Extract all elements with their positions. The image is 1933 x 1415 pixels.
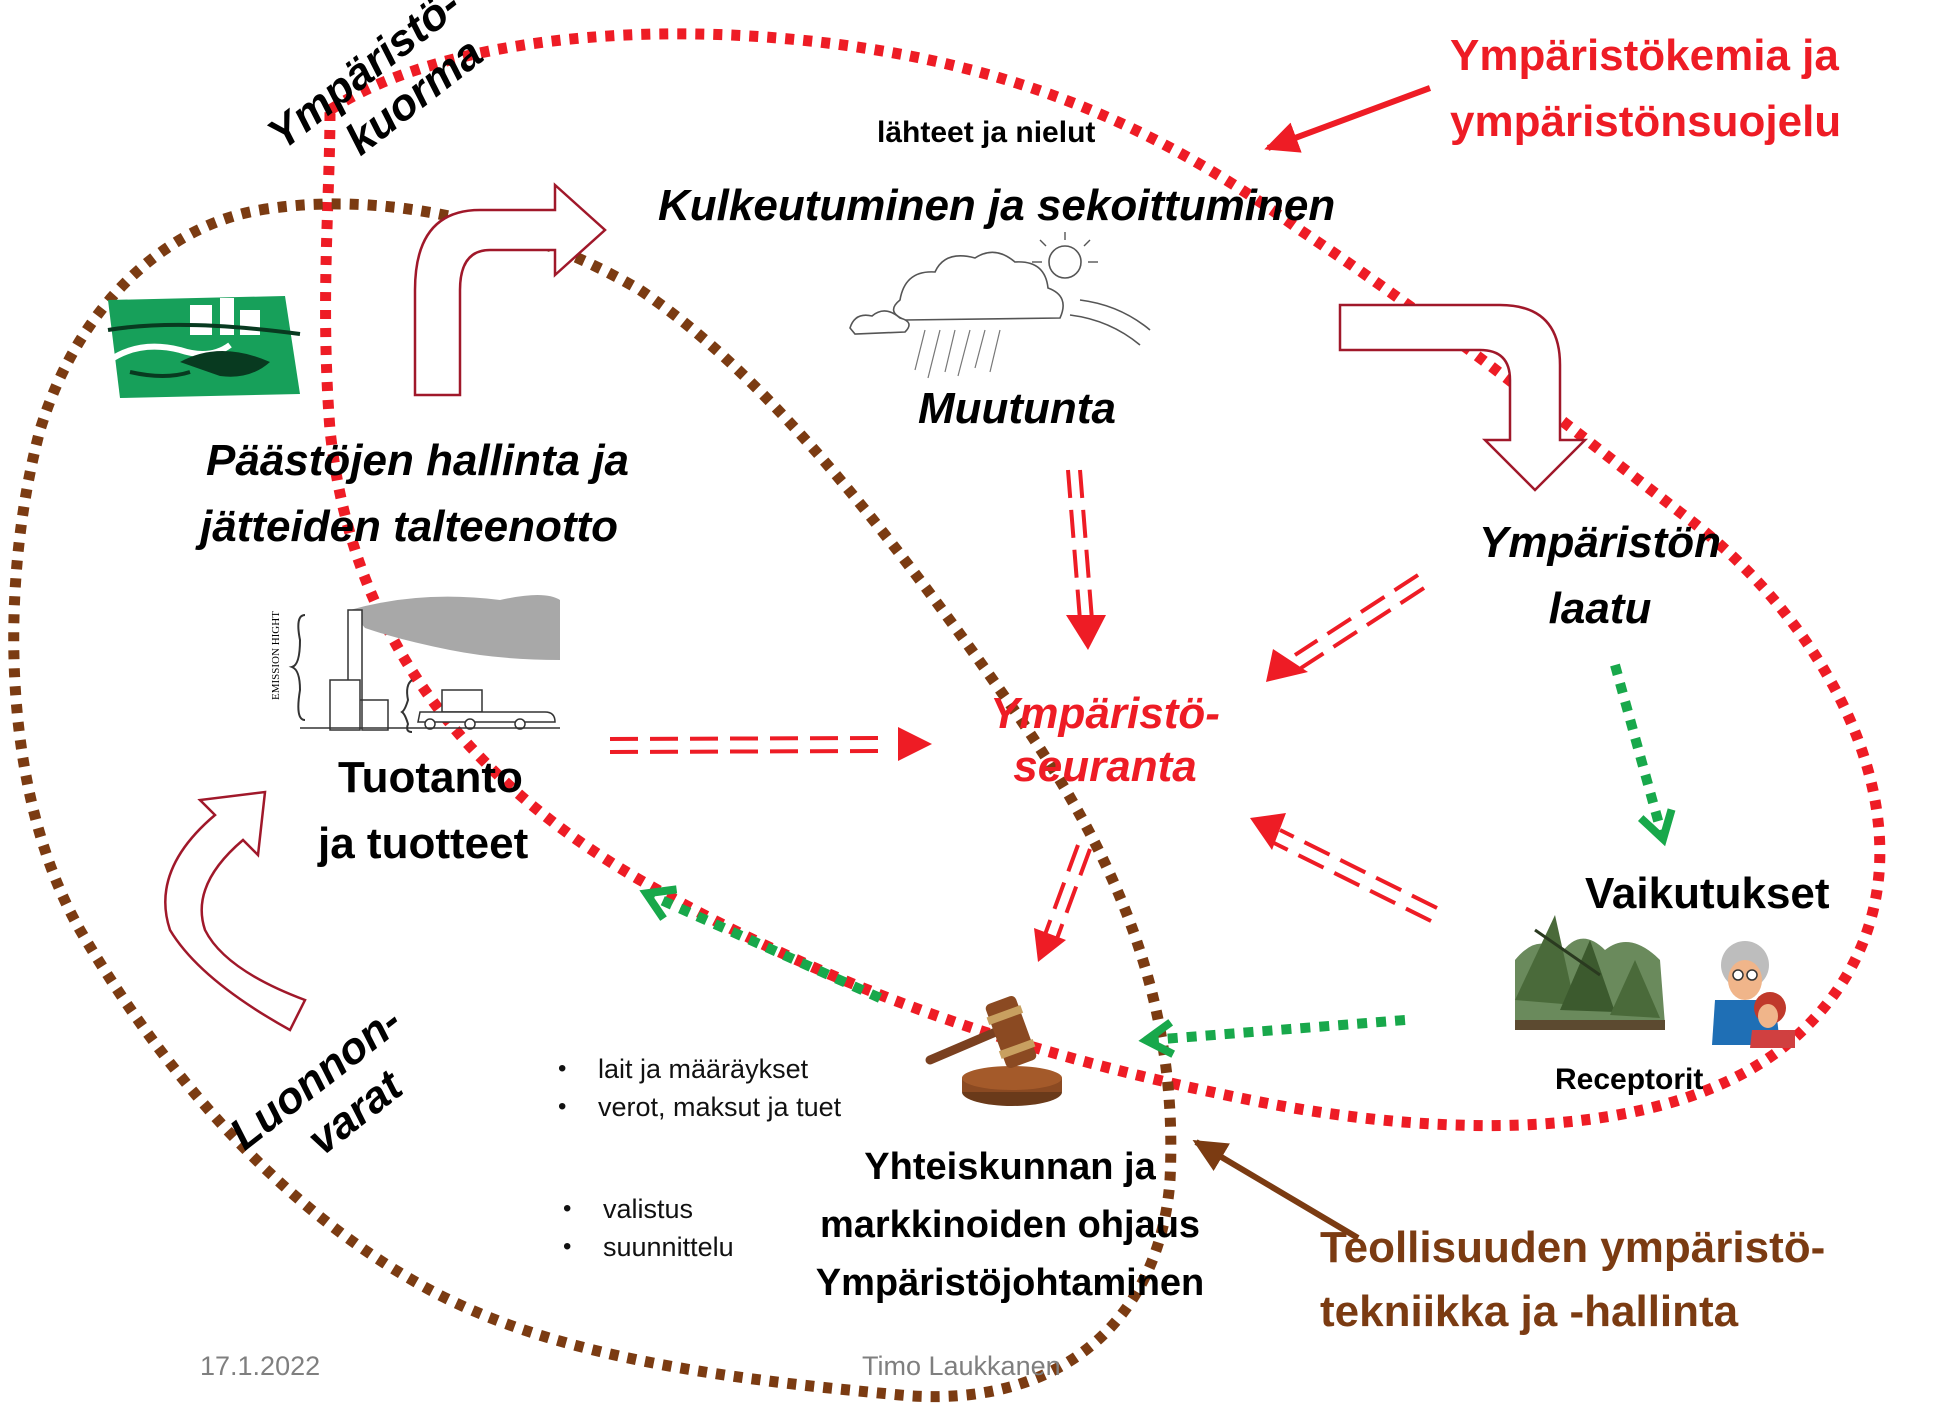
emissions-label-line2: jätteiden talteenotto <box>200 502 619 551</box>
bullet-item: suunnittelu <box>555 1228 734 1266</box>
hugging-people-icon <box>1712 941 1795 1048</box>
bullet-item: lait ja määräykset <box>550 1050 841 1088</box>
quality-arrow <box>1338 303 1589 492</box>
emission-height-label: EMISSION HIGHT <box>270 611 282 700</box>
red-arrowheads <box>898 615 1308 962</box>
gavel-icon <box>925 995 1062 1106</box>
production-label-line2: ja tuotteet <box>318 819 529 868</box>
quality-label-line1: Ympäristön <box>1478 518 1722 567</box>
monitoring-label-line1: Ympäristö- <box>990 689 1220 738</box>
factory-traffic-icon <box>288 595 560 733</box>
green-arrows <box>639 663 1676 1058</box>
industry-heading-line1: Teollisuuden ympäristö- <box>1320 1223 1826 1272</box>
bullet-item: valistus <box>555 1190 734 1228</box>
brown-dotted-loop <box>8 198 1177 1402</box>
chemistry-heading-line2: ympäristönsuojelu <box>1450 97 1842 146</box>
weather-cloud-sun-icon <box>849 232 1151 379</box>
emissions-label-line1: Päästöjen hallinta ja <box>206 436 630 485</box>
change-label: Muutunta <box>918 384 1116 433</box>
footer-date: 17.1.2022 <box>200 1351 321 1381</box>
industry-pointer <box>1192 1139 1360 1241</box>
receptors-label: Receptorit <box>1555 1063 1704 1096</box>
bullet-list-1: lait ja määräykset verot, maksut ja tuet <box>550 1050 841 1126</box>
red-dotted-loop <box>320 28 1886 1132</box>
footer-author: Timo Laukkanen <box>862 1351 1061 1381</box>
production-label-line1: Tuotanto <box>338 753 523 802</box>
forest-damage-icon <box>1515 915 1665 1030</box>
bullet-item: verot, maksut ja tuet <box>550 1088 841 1126</box>
governance-label-line3: Ympäristöjohtaminen <box>815 1262 1205 1304</box>
transport-label: Kulkeutuminen ja sekoittuminen <box>658 181 1336 230</box>
chemistry-heading-line1: Ympäristökemia ja <box>1450 31 1839 80</box>
governance-label-line2: markkinoiden ohjaus <box>819 1204 1201 1246</box>
chemistry-pointer <box>1264 85 1432 153</box>
resources-arrow <box>164 790 307 1032</box>
effects-label: Vaikutukset <box>1585 869 1830 918</box>
quality-label-line2: laatu <box>1548 584 1652 633</box>
red-double-arrows <box>609 469 1438 945</box>
monitoring-label-line2: seuranta <box>1013 742 1197 791</box>
sources-label: lähteet ja nielut <box>877 116 1096 149</box>
governance-label-line1: Yhteiskunnan ja <box>864 1146 1156 1188</box>
load-arrow <box>413 182 607 397</box>
city-icon <box>107 296 301 398</box>
bullet-list-2: valistus suunnittelu <box>555 1190 734 1266</box>
industry-heading-line2: tekniikka ja -hallinta <box>1320 1287 1739 1336</box>
